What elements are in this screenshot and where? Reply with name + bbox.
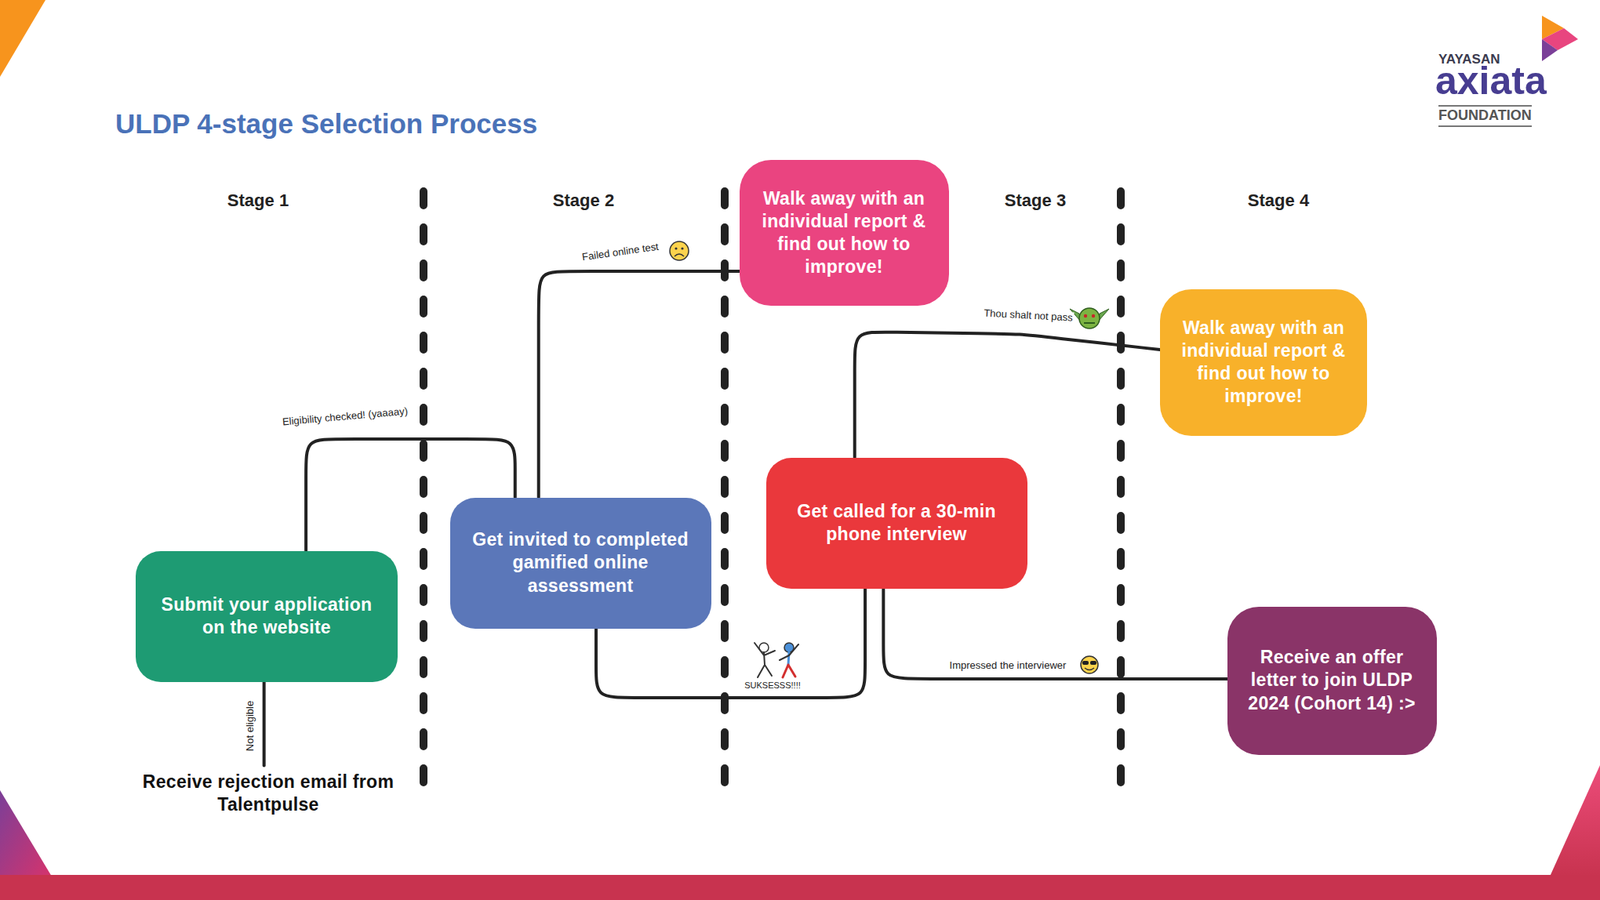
stage-label: Stage 3 [1004, 190, 1066, 211]
frown-emoji [680, 247, 684, 250]
dancer-figure [779, 644, 799, 661]
corner-triangle [0, 0, 46, 77]
process-box: Submit your application on the website [135, 551, 398, 683]
stage-divider [419, 191, 428, 788]
logo-wordmark: axiata [1435, 61, 1547, 101]
process-box: Get invited to completed gamified online… [450, 498, 712, 630]
stage-label: Stage 4 [1247, 190, 1310, 211]
frown-emoji [669, 241, 689, 261]
dancer-figure [782, 665, 796, 678]
edge-label: SUKSESSS!!!! [742, 680, 803, 691]
frown-emoji [674, 254, 684, 257]
frown-emoji [674, 247, 677, 250]
logo-icon [1541, 39, 1558, 62]
edge-label: Not eligible [244, 699, 257, 753]
plain-text-node: Receive rejection email from Talentpulse [127, 766, 410, 822]
sunglasses-emoji [1080, 656, 1099, 674]
edge-label: Thou shalt not pass [981, 307, 1075, 324]
connector-line [883, 589, 1227, 680]
goblin-icon [1079, 308, 1100, 329]
stage-label: Stage 2 [552, 190, 615, 211]
corner-triangle [1549, 765, 1600, 877]
sunglasses-emoji [1090, 661, 1097, 666]
node-text: Submit your application on the website [148, 593, 386, 640]
node-text: Get invited to completed gamified online… [462, 528, 699, 598]
corner-triangle [0, 790, 52, 877]
edge-label: Impressed the interviewer [948, 660, 1069, 673]
connector-line [538, 271, 740, 499]
connector-line [262, 682, 266, 767]
outcome-box: Walk away with an individual report & fi… [739, 160, 950, 306]
frown-emoji [669, 241, 689, 261]
connector-line [854, 332, 1160, 459]
goblin-icon [1083, 322, 1095, 324]
node-text: Walk away with an individual report & fi… [1172, 316, 1355, 409]
edge-label: Eligibility checked! (yaaaay) [280, 405, 410, 429]
goblin-icon [1083, 314, 1088, 318]
node-text: Get called for a 30-min phone interview [778, 500, 1015, 546]
slide-title: ULDP 4-stage Selection Process [115, 108, 538, 140]
node-text: Receive rejection email from Talentpulse [131, 770, 405, 817]
node-text: Receive an offer letter to join ULDP 202… [1240, 646, 1425, 716]
dancing-figures [754, 643, 799, 678]
node-text: Walk away with an individual report & fi… [752, 187, 937, 280]
goblin-icon [1091, 314, 1095, 318]
dancer-figure [788, 652, 790, 666]
outcome-box: Receive an offer letter to join ULDP 202… [1227, 607, 1437, 756]
goblin-icon [1069, 308, 1110, 329]
edge-label: Failed online test [579, 240, 661, 264]
outcome-box: Walk away with an individual report & fi… [1160, 289, 1368, 437]
dancer-figure [754, 643, 775, 678]
sunglasses-emoji [1084, 668, 1095, 671]
sunglasses-emoji [1080, 656, 1099, 674]
footer-bar [0, 875, 1600, 900]
stage-label: Stage 1 [227, 190, 289, 211]
logo-text: FOUNDATION [1438, 105, 1532, 128]
process-box: Get called for a 30-min phone interview [766, 458, 1028, 590]
sunglasses-emoji [1082, 661, 1089, 666]
stage-divider [1116, 191, 1125, 788]
